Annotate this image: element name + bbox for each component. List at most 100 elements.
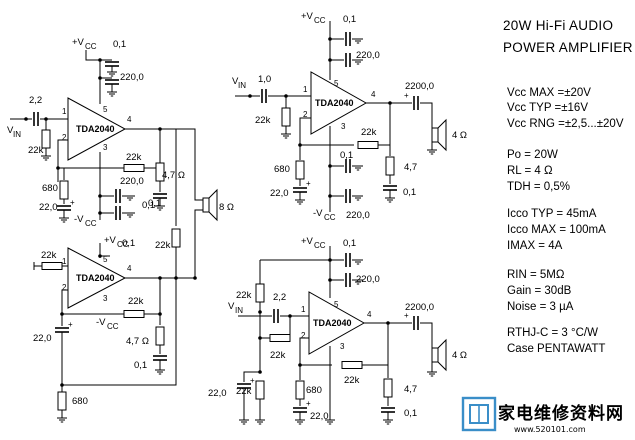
- svg-text:22k: 22k: [155, 240, 171, 251]
- svg-text:0,1: 0,1: [340, 150, 353, 161]
- svg-text:CC: CC: [107, 322, 119, 331]
- svg-text:+: +: [70, 198, 75, 207]
- svg-text:2200,0: 2200,0: [405, 302, 434, 313]
- split-supply-amplifier-circuit: +V CC 0,1 220,0 TDA2040 1 2 5 3 4 V IN 1…: [232, 11, 467, 222]
- svg-text:1: 1: [62, 107, 67, 116]
- spec-vcc-max: Vcc MAX =±20V: [507, 87, 591, 99]
- watermark: 家电维修资料网 www.520101.com: [461, 396, 624, 434]
- title-line-1: 20W Hi-Fi AUDIO: [503, 18, 613, 33]
- chip-label: TDA2040: [76, 124, 115, 134]
- svg-text:22,0: 22,0: [33, 333, 52, 344]
- svg-text:4,7 Ω: 4,7 Ω: [126, 336, 149, 347]
- spec-case: Case PENTAWATT: [507, 343, 605, 355]
- svg-text:4,7 Ω: 4,7 Ω: [162, 170, 185, 181]
- svg-text:-V: -V: [74, 214, 84, 225]
- svg-text:+V: +V: [104, 235, 117, 246]
- svg-text:1: 1: [301, 305, 306, 314]
- svg-text:+: +: [250, 376, 255, 385]
- svg-text:4: 4: [127, 115, 132, 124]
- svg-text:+V: +V: [301, 11, 314, 22]
- svg-text:2: 2: [303, 110, 308, 119]
- c-220-label: 220,0: [120, 72, 144, 83]
- watermark-url: www.520101.com: [514, 425, 586, 434]
- svg-text:CC: CC: [85, 42, 97, 51]
- svg-text:IN: IN: [235, 306, 243, 315]
- svg-text:4: 4: [371, 90, 376, 99]
- svg-text:4 Ω: 4 Ω: [452, 350, 467, 361]
- spec-rin: RIN = 5MΩ: [507, 269, 565, 281]
- svg-text:220,0: 220,0: [346, 210, 370, 221]
- svg-text:680: 680: [42, 183, 58, 194]
- svg-text:4,7: 4,7: [404, 384, 417, 395]
- svg-text:1,0: 1,0: [258, 74, 271, 85]
- svg-text:+V: +V: [301, 236, 314, 247]
- svg-text:2: 2: [62, 133, 67, 142]
- svg-text:3: 3: [340, 342, 345, 351]
- svg-text:5: 5: [103, 255, 108, 264]
- spec-icco-max: Icco MAX = 100mA: [507, 224, 606, 236]
- svg-text:IN: IN: [13, 130, 21, 139]
- tda2040-bottom-right: [308, 291, 366, 355]
- tda2040-lower: [67, 247, 127, 309]
- svg-text:1: 1: [303, 85, 308, 94]
- svg-text:3: 3: [341, 122, 346, 131]
- svg-text:0,1: 0,1: [142, 200, 155, 211]
- spec-noise: Noise = 3 µA: [507, 301, 574, 313]
- spec-gain: Gain = 30dB: [507, 285, 572, 297]
- svg-text:TDA2040: TDA2040: [313, 318, 352, 328]
- svg-text:CC: CC: [85, 219, 97, 228]
- spec-imax: IMAX = 4A: [507, 240, 563, 252]
- svg-text:+: +: [306, 179, 311, 188]
- spec-icco-typ: Icco TYP = 45mA: [507, 208, 597, 220]
- svg-text:CC: CC: [117, 240, 129, 249]
- svg-text:2,2: 2,2: [273, 292, 286, 303]
- svg-text:2,2: 2,2: [29, 95, 42, 106]
- svg-text:TDA2040: TDA2040: [315, 98, 354, 108]
- spec-vcc-typ: Vcc TYP =±16V: [507, 102, 588, 114]
- svg-text:680: 680: [72, 396, 88, 407]
- svg-text:2200,0: 2200,0: [405, 81, 434, 92]
- svg-text:22k: 22k: [236, 290, 252, 301]
- spec-rl: RL = 4 Ω: [507, 165, 553, 177]
- svg-text:220,0: 220,0: [356, 274, 380, 285]
- svg-text:5: 5: [103, 105, 108, 114]
- svg-text:22,0: 22,0: [310, 411, 329, 422]
- watermark-logo-icon: [461, 396, 497, 432]
- svg-text:0,1: 0,1: [122, 238, 135, 249]
- svg-text:-V: -V: [313, 208, 323, 219]
- svg-text:22,0: 22,0: [208, 388, 227, 399]
- spec-rthj: RTHJ-C = 3 °C/W: [507, 327, 598, 339]
- svg-text:TDA2040: TDA2040: [76, 273, 115, 283]
- svg-text:5: 5: [334, 79, 339, 88]
- svg-text:4: 4: [127, 264, 132, 273]
- svg-text:2: 2: [62, 283, 67, 292]
- svg-text:0,1: 0,1: [148, 198, 161, 209]
- svg-text:22,0: 22,0: [39, 202, 58, 213]
- svg-text:680: 680: [274, 164, 290, 175]
- svg-text:220,0: 220,0: [120, 176, 144, 187]
- svg-text:CC: CC: [324, 213, 336, 222]
- svg-text:V: V: [228, 301, 235, 312]
- spec-po: Po = 20W: [507, 149, 558, 161]
- svg-text:680: 680: [306, 385, 322, 396]
- svg-text:0,1: 0,1: [403, 187, 416, 198]
- vin-label: V: [7, 125, 14, 136]
- svg-text:IN: IN: [238, 81, 246, 90]
- svg-text:4 Ω: 4 Ω: [452, 130, 467, 141]
- svg-text:22k: 22k: [361, 127, 377, 138]
- spec-tdh: TDH = 0,5%: [507, 181, 570, 193]
- watermark-text: 家电维修资料网: [498, 403, 624, 424]
- svg-text:+: +: [68, 320, 73, 329]
- single-supply-amplifier-circuit: +V CC 0,1 220,0 22k TDA2040 1 2 5 3 4 V …: [208, 236, 467, 425]
- svg-text:0,1: 0,1: [343, 238, 356, 249]
- svg-text:22k: 22k: [128, 296, 144, 307]
- svg-text:+: +: [404, 311, 409, 320]
- spec-vcc-rng: Vcc RNG =±2,5...±20V: [507, 118, 624, 130]
- svg-text:4: 4: [367, 310, 372, 319]
- svg-text:0,1: 0,1: [343, 14, 356, 25]
- svg-text:3: 3: [103, 294, 108, 303]
- tda2040-top-right: [310, 71, 368, 135]
- svg-text:+: +: [306, 399, 311, 408]
- vcc-plus-label: +V: [72, 37, 85, 48]
- svg-text:22k: 22k: [41, 250, 57, 261]
